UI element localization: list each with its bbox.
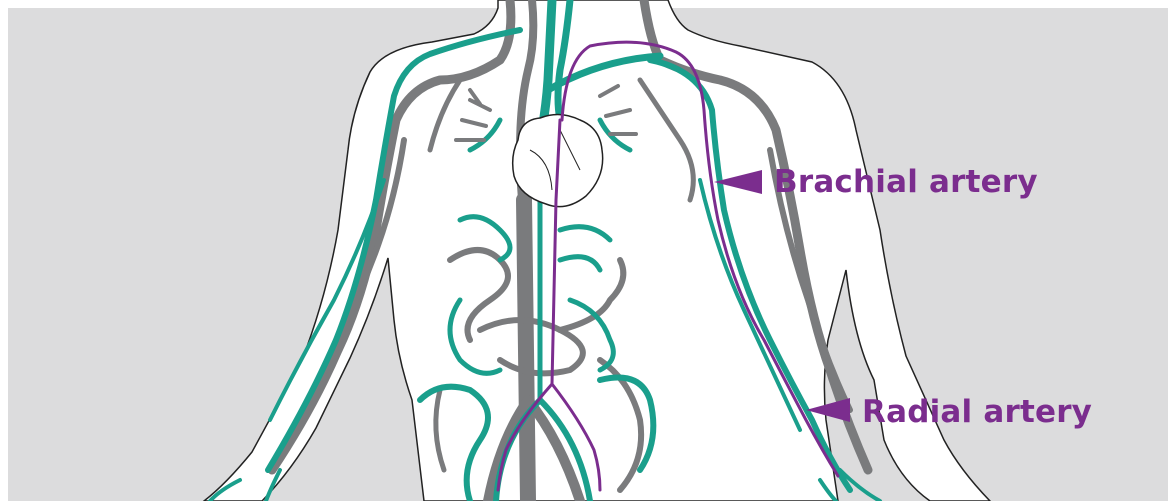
- brachial-artery-label: Brachial artery: [774, 164, 1038, 200]
- radial-artery-label: Radial artery: [862, 394, 1092, 430]
